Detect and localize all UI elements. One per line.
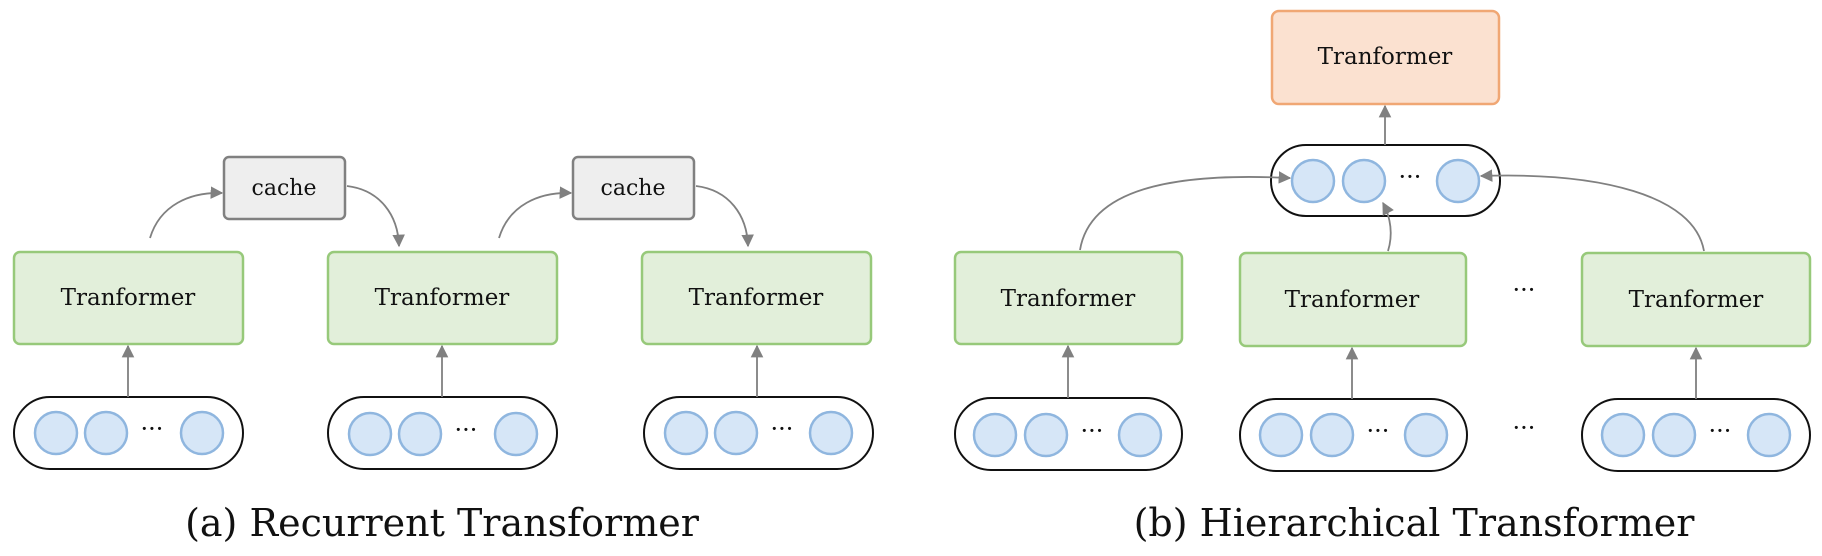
token (1403, 412, 1449, 458)
transformer-label: Tranformer (1285, 287, 1420, 313)
token (1600, 412, 1646, 458)
token (1023, 412, 1069, 458)
segment-ellipsis: ··· (1513, 276, 1536, 304)
token (1746, 412, 1792, 458)
caption-a: (a) Recurrent Transformer (185, 501, 700, 545)
transformer-block (326, 250, 559, 346)
summary-arrow (1079, 171, 1292, 251)
recurrent-transformer-diagram: Tranformer ··· cache Tranformer ··· (12, 155, 874, 545)
token-ellipsis: ··· (141, 415, 164, 443)
hierarchical-transformer-diagram: Tranformer ··· Tranformer ··· Tranformer (953, 9, 1812, 545)
token (972, 412, 1018, 458)
token-group (643, 396, 874, 470)
transformer-label: Tranformer (689, 285, 824, 311)
token (713, 410, 759, 456)
write-cache-arrow (498, 186, 573, 239)
cache-block (222, 155, 347, 221)
token (808, 410, 854, 456)
transformer-block (640, 250, 873, 346)
top-transformer-block (1270, 9, 1501, 106)
token-ellipsis: ··· (1709, 417, 1732, 445)
token (1117, 412, 1163, 458)
transformer-block (1238, 251, 1468, 348)
token-ellipsis: ··· (455, 416, 478, 444)
cache-block (571, 155, 696, 221)
token (33, 410, 79, 456)
transformer-label: Tranformer (1001, 286, 1136, 312)
token-ellipsis: ··· (1367, 417, 1390, 445)
token (1435, 158, 1481, 204)
read-cache-arrow (695, 185, 754, 248)
token (1309, 412, 1355, 458)
token-ellipsis: ··· (1081, 417, 1104, 445)
cache-2: cache (498, 155, 754, 248)
caption-b: (b) Hierarchical Transformer (1134, 501, 1696, 545)
token (1341, 158, 1387, 204)
segment-ellipsis: ··· (1513, 414, 1536, 442)
transformer-label: Tranformer (375, 285, 510, 311)
token (179, 410, 225, 456)
token (1651, 412, 1697, 458)
transformer-block (12, 250, 245, 346)
read-cache-arrow (346, 185, 405, 248)
hierarchical-segment-1: Tranformer ··· (953, 171, 1292, 471)
transformer-block (953, 250, 1184, 346)
top-transformer-label: Tranformer (1318, 44, 1453, 70)
token (493, 411, 539, 457)
hierarchical-segment-3: Tranformer ··· (1479, 169, 1812, 472)
recurrent-segment-1: Tranformer ··· (12, 250, 245, 470)
cache-label: cache (252, 176, 317, 201)
transformer-label: Tranformer (61, 285, 196, 311)
token (1290, 158, 1336, 204)
token (83, 410, 129, 456)
token-ellipsis: ··· (1399, 163, 1422, 191)
token (397, 411, 443, 457)
token-ellipsis: ··· (771, 415, 794, 443)
cache-label: cache (601, 176, 666, 201)
write-cache-arrow (149, 186, 224, 239)
summary-arrow (1479, 169, 1705, 252)
cache-1: cache (149, 155, 405, 248)
transformer-block (1580, 251, 1812, 348)
hierarchical-segment-2: Tranformer ··· (1238, 201, 1468, 472)
token (347, 411, 393, 457)
token (1258, 412, 1304, 458)
token (663, 410, 709, 456)
transformer-label: Tranformer (1629, 287, 1764, 313)
summary-arrow (1382, 201, 1394, 252)
recurrent-segment-3: Tranformer ··· (640, 250, 874, 470)
recurrent-segment-2: Tranformer ··· (326, 250, 559, 470)
